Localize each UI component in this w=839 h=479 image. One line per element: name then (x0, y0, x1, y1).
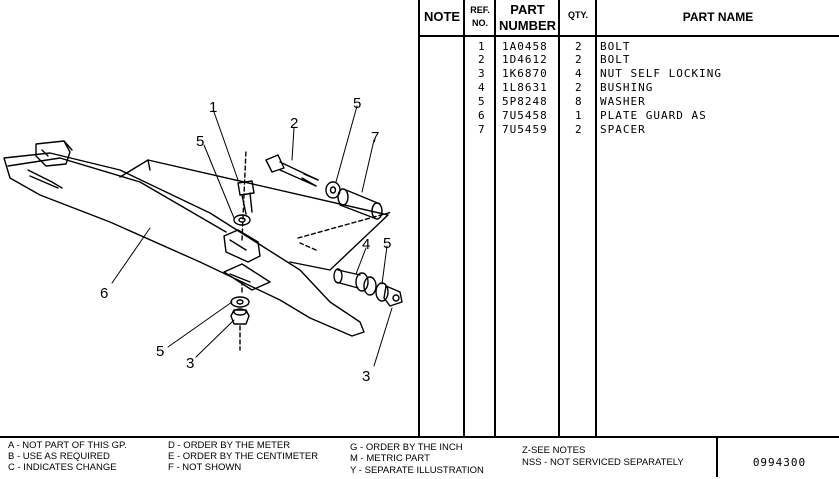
ref-no: 5 (478, 95, 486, 108)
callout-6: 6 (100, 285, 108, 302)
ref-no: 3 (478, 67, 486, 80)
plate-guard-rail (27, 169, 63, 189)
table-row: 6 7U5458 1 PLATE GUARD AS (418, 109, 839, 122)
quantity: 2 (575, 81, 583, 94)
quantity: 2 (575, 123, 583, 136)
part-number: 1L8631 (502, 81, 548, 94)
part-number: 1K6870 (502, 67, 548, 80)
part-number: 1A0458 (502, 40, 548, 53)
legend-code-y: Y - SEPARATE ILLUSTRATION (350, 465, 484, 476)
center-bracket (223, 229, 261, 263)
sheet-number: 0994300 (752, 456, 807, 469)
parts-list-table: NOTE REF. NO. PART NUMBER QTY. PART NAME… (418, 0, 839, 436)
quantity: 1 (575, 109, 583, 122)
part-name: SPACER (600, 123, 646, 136)
legend-code-z: Z-SEE NOTES (522, 445, 586, 456)
header-part-name: PART NAME (682, 10, 754, 24)
ref-no: 7 (478, 123, 486, 136)
part-number: 7U5459 (502, 123, 548, 136)
table-row: 7 7U5459 2 SPACER (418, 123, 839, 136)
legend-code-b: B - USE AS REQUIRED (8, 451, 110, 462)
part-name: BOLT (600, 53, 631, 66)
part-name: PLATE GUARD AS (600, 109, 707, 122)
part-name: WASHER (600, 95, 646, 108)
bolt-1-icon (237, 180, 255, 196)
callout-5: 5 (383, 235, 391, 252)
legend-code-a: A - NOT PART OF THIS GP. (8, 440, 127, 451)
header-part-number: PART NUMBER (498, 2, 557, 33)
spacer-7-icon (339, 189, 381, 219)
callout-7: 7 (371, 129, 379, 146)
part-name: BOLT (600, 40, 631, 53)
callout-1: 1 (209, 99, 217, 116)
table-grid (418, 0, 839, 436)
quantity: 2 (575, 40, 583, 53)
quantity: 8 (575, 95, 583, 108)
table-row: 2 1D4612 2 BOLT (418, 53, 839, 66)
table-row: 1 1A0458 2 BOLT (418, 40, 839, 53)
quantity: 2 (575, 53, 583, 66)
ref-no: 2 (478, 53, 486, 66)
plate-guard-top-edge (7, 157, 227, 233)
part-name: BUSHING (600, 81, 654, 94)
header-note: NOTE (423, 9, 461, 24)
table-row: 4 1L8631 2 BUSHING (418, 81, 839, 94)
bolt-2-icon (265, 154, 285, 173)
part-number: 1D4612 (502, 53, 548, 66)
legend-code-c: C - INDICATES CHANGE (8, 462, 117, 473)
callout-3: 3 (186, 355, 194, 372)
table-row: 3 1K6870 4 NUT SELF LOCKING (418, 67, 839, 80)
part-number: 5P8248 (502, 95, 548, 108)
ref-no: 4 (478, 81, 486, 94)
callout-5: 5 (353, 95, 361, 112)
header-qty: QTY. (567, 10, 588, 20)
legend-code-m: M - METRIC PART (350, 453, 430, 464)
callout-4: 4 (362, 236, 370, 253)
legend-code-e: E - ORDER BY THE CENTIMETER (168, 451, 319, 462)
plate-guard-outline (3, 152, 365, 337)
callout-2: 2 (290, 115, 298, 132)
header-ref-no: REF. NO. (470, 5, 490, 29)
legend-code-f: F - NOT SHOWN (168, 462, 242, 473)
ref-no: 6 (478, 109, 486, 122)
ref-no: 1 (478, 40, 486, 53)
callout-5: 5 (196, 133, 204, 150)
part-number: 7U5458 (502, 109, 548, 122)
part-name: NUT SELF LOCKING (600, 67, 722, 80)
legend-code-d: D - ORDER BY THE METER (168, 440, 291, 451)
callout-3: 3 (362, 368, 370, 385)
sheet-number-box: 0994300 (716, 436, 839, 477)
callout-5: 5 (156, 343, 164, 360)
legend-code-nss: NSS - NOT SERVICED SEPARATELY (522, 457, 684, 468)
legend-code-g: G - ORDER BY THE INCH (350, 442, 463, 453)
plate-guard-flange (119, 159, 389, 271)
exploded-view-drawing: 1 5 2 5 7 4 5 6 5 3 3 (3, 95, 403, 385)
legend-footer: A - NOT PART OF THIS GP. B - USE AS REQU… (0, 436, 839, 479)
quantity: 4 (575, 67, 583, 80)
table-row: 5 5P8248 8 WASHER (418, 95, 839, 108)
